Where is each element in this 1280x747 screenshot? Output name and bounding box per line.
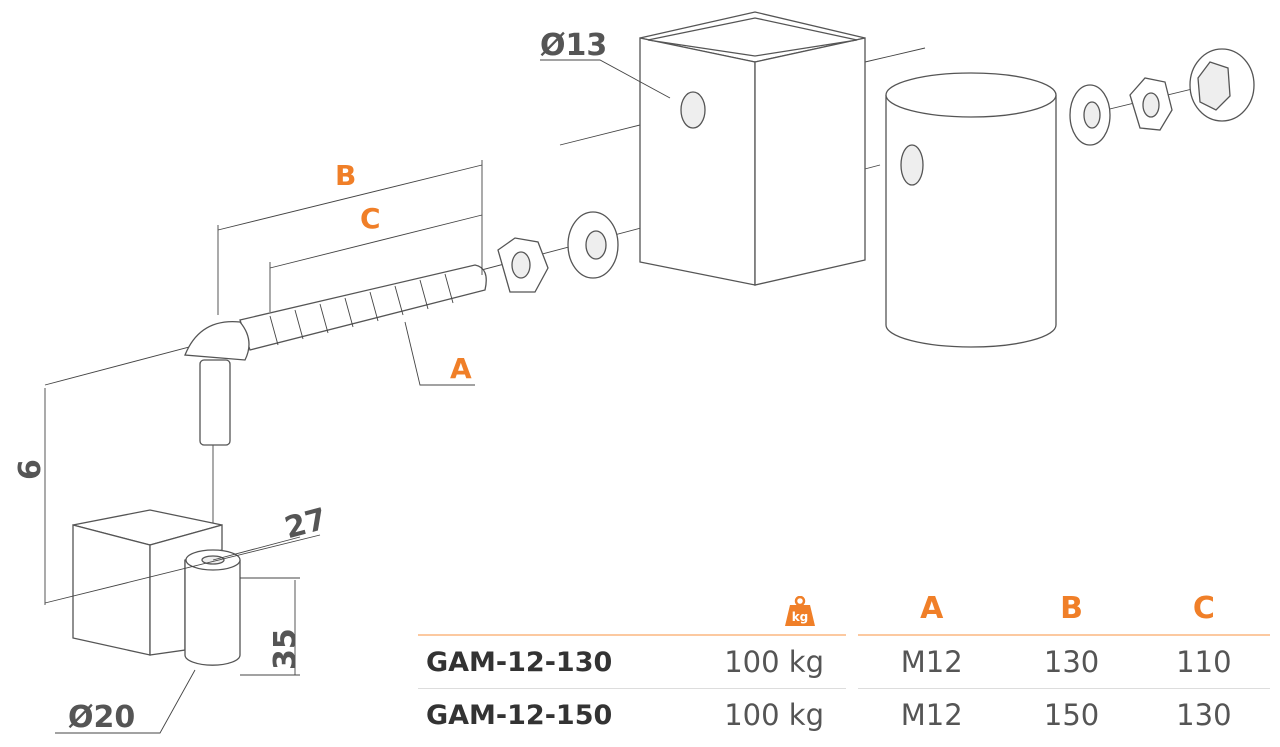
load-cell: 100 kg [724, 698, 824, 732]
weld-bracket [72, 509, 241, 666]
sleeve-diameter-label: Ø20 [68, 700, 135, 735]
c-cell: 130 [1176, 698, 1232, 732]
round-post [885, 72, 1057, 348]
bolt-washer [567, 211, 619, 279]
dimension-b-label: B [335, 159, 356, 192]
hinge-bolt [184, 264, 487, 446]
a-cell: M12 [900, 698, 963, 732]
header-a: A [858, 582, 1006, 636]
a-cell: M12 [858, 635, 1006, 689]
width-label: 27 [281, 502, 330, 547]
load-cell: 100 kg [680, 635, 846, 689]
b-cell: 130 [1005, 635, 1138, 689]
model-cell: GAM-12-130 [418, 635, 681, 689]
c-cell: 110 [1137, 635, 1270, 689]
sleeve-height-label: 35 [268, 628, 303, 670]
header-c: C [1137, 582, 1270, 636]
weight-kg-icon: kg [785, 595, 815, 626]
bolt-nut [497, 237, 549, 293]
square-post [639, 11, 866, 286]
table-row: M12 150 130 [858, 689, 1270, 742]
dimension-c-label: C [360, 202, 381, 235]
right-hardware [1069, 48, 1255, 146]
dimension-lines [44, 59, 671, 734]
axis-top [864, 47, 926, 63]
hole-diameter-label: Ø13 [540, 28, 607, 63]
height-label: 6 [13, 459, 48, 480]
b-cell: 150 [1043, 698, 1100, 732]
dimension-a-label: A [450, 352, 472, 385]
svg-text:kg: kg [792, 610, 809, 624]
header-b: B [1005, 582, 1138, 636]
table-row: GAM-12-150 100 kg [418, 689, 846, 742]
model-cell: GAM-12-150 [426, 699, 613, 731]
